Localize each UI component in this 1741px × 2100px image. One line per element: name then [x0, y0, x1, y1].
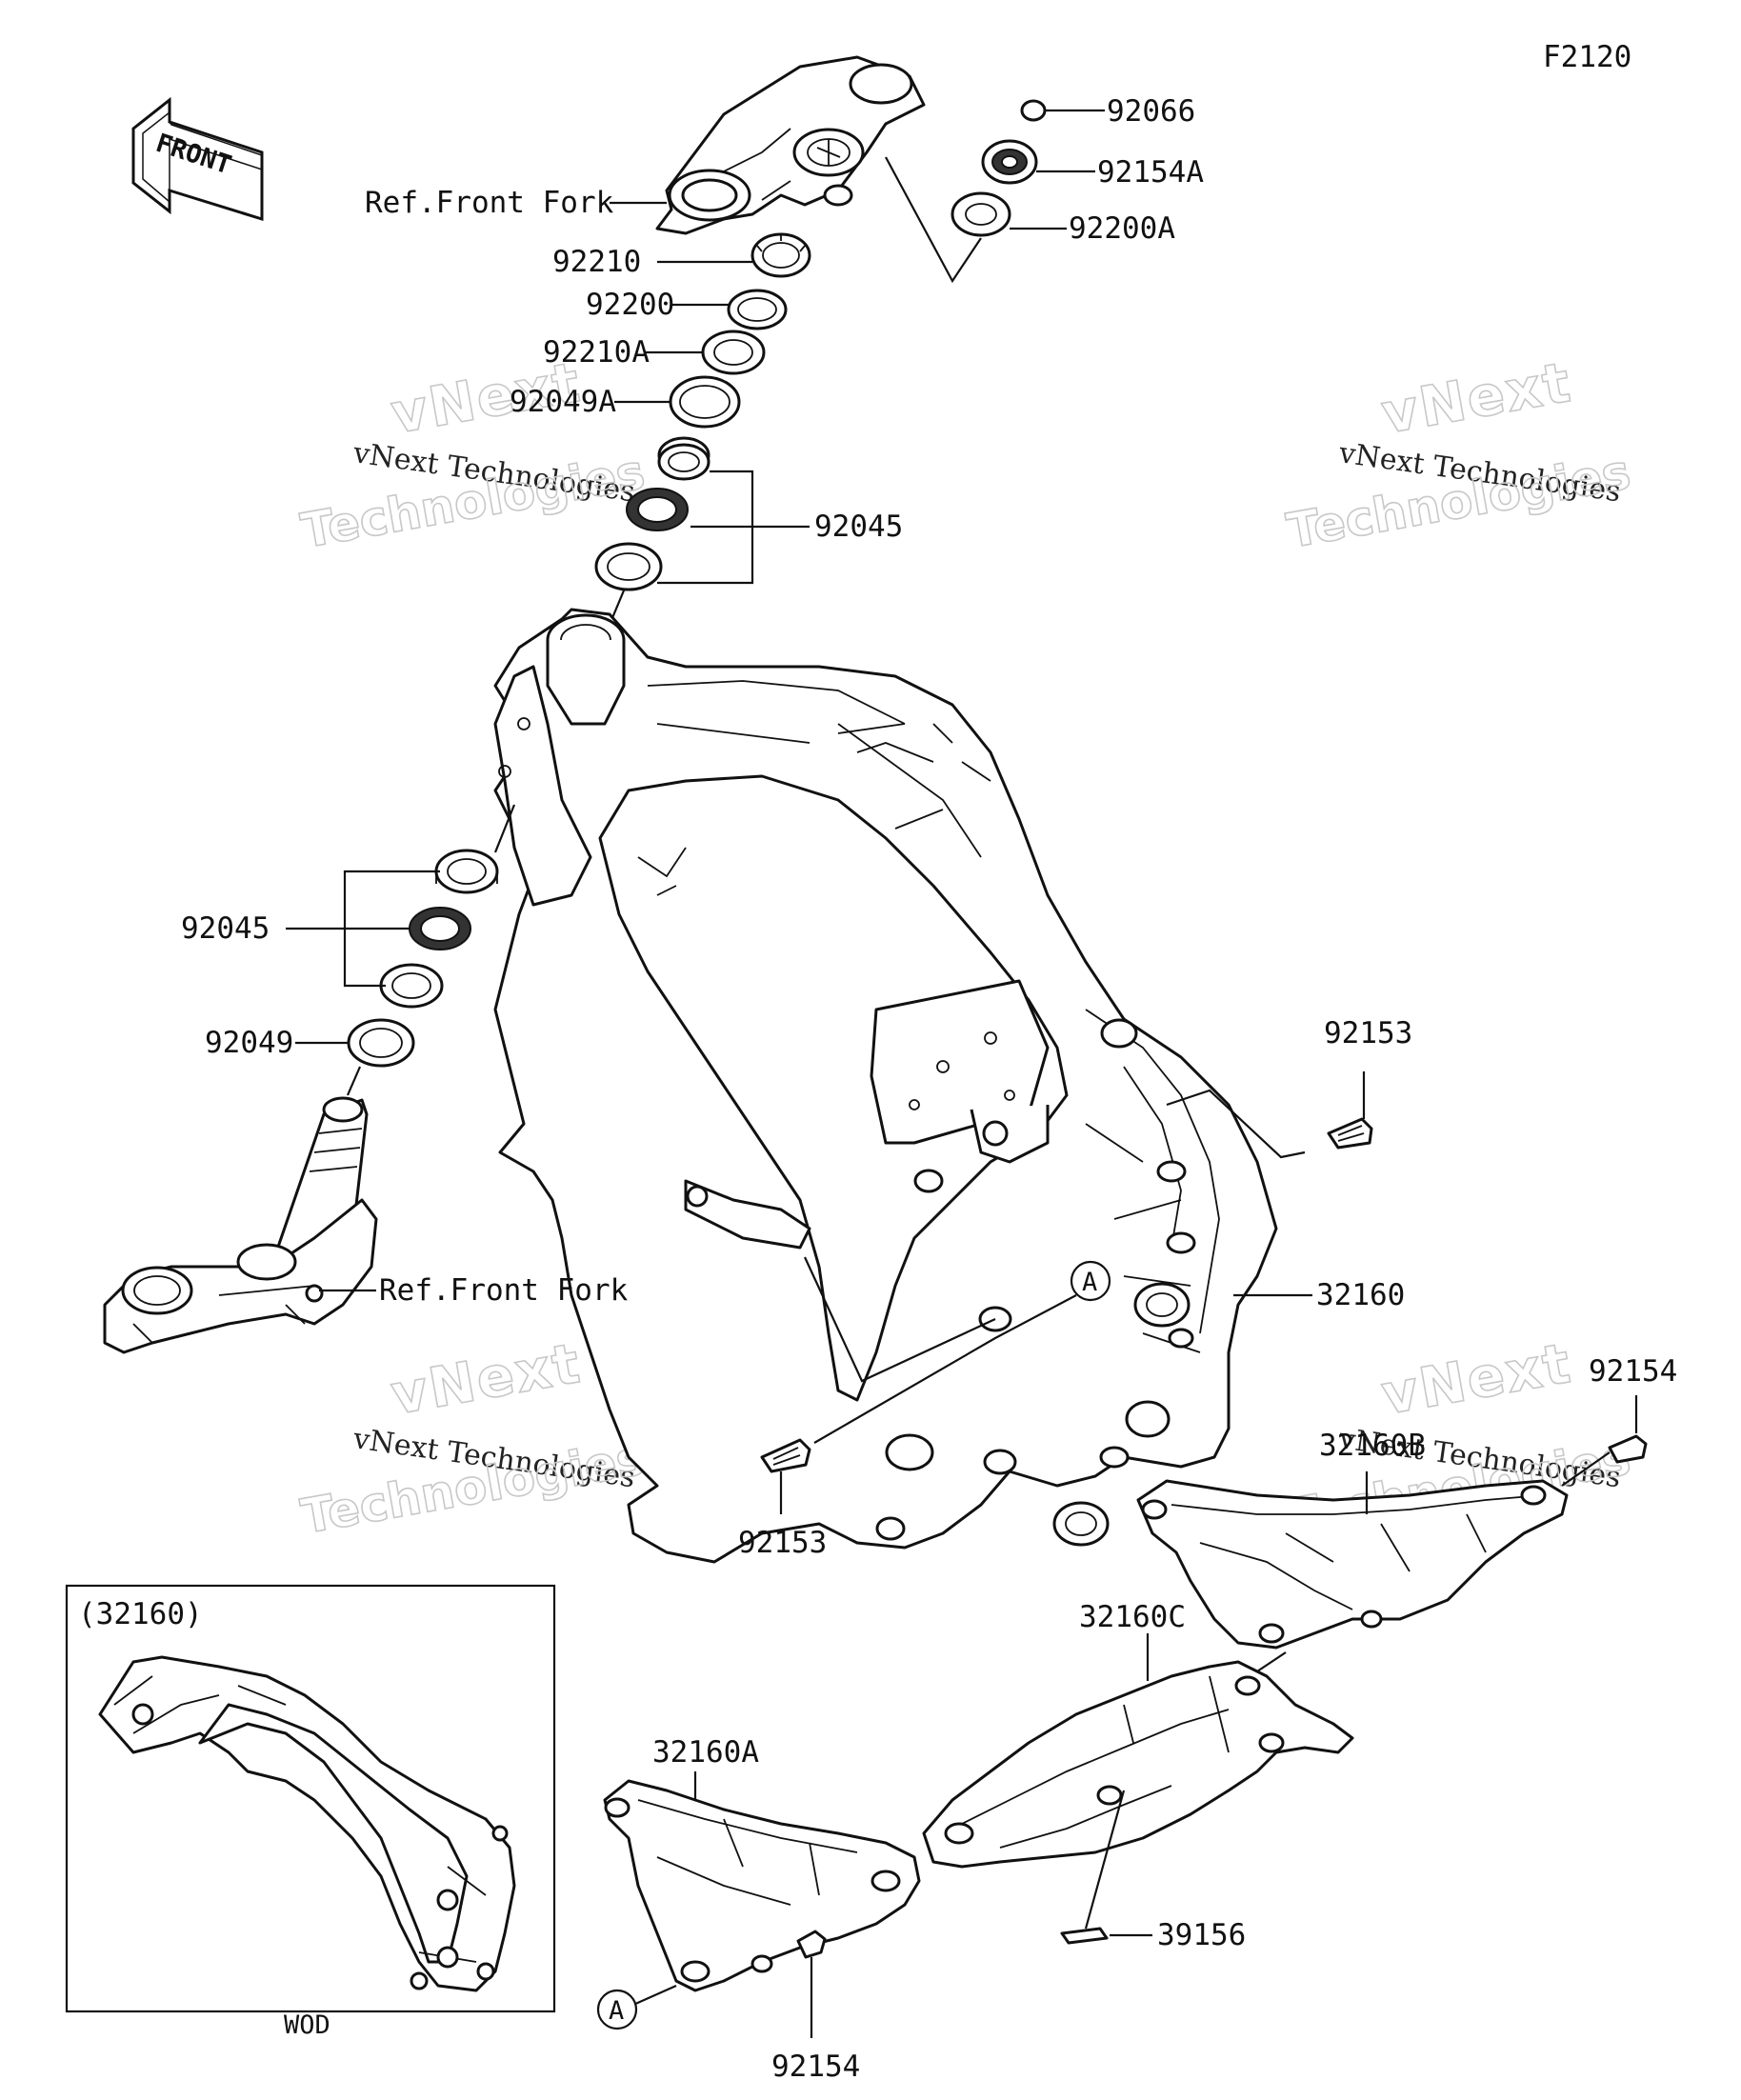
- part-92154A-nut: [981, 139, 1038, 185]
- inset-caption: WOD: [284, 2010, 330, 2040]
- svg-text:vNext: vNext: [387, 1330, 587, 1428]
- part-label-92200A: 92200A: [1069, 211, 1175, 246]
- part-label-92045-lower: 92045: [181, 911, 270, 946]
- part-92049A-seal: [669, 375, 741, 429]
- svg-text:vNext: vNext: [1377, 1330, 1577, 1428]
- lower-triple-clamp-stem: [103, 1096, 378, 1354]
- leader-stem-nut-group: [885, 156, 982, 284]
- subframe-32160C: [922, 1660, 1354, 1869]
- part-92154-right-bolt: [1608, 1434, 1648, 1464]
- part-label-92200: 92200: [586, 288, 674, 322]
- leader-lower-head-pipe: [493, 804, 516, 853]
- part-92154-bottom-bolt: [796, 1930, 827, 1959]
- part-label-92210A: 92210A: [543, 335, 650, 370]
- main-frame-32160: [493, 608, 1278, 1564]
- front-direction-arrow-icon: FRONT: [131, 96, 264, 222]
- subframe-32160A: [603, 1779, 921, 1992]
- part-label-32160B: 32160B: [1319, 1429, 1426, 1463]
- part-label-32160A: 32160A: [652, 1735, 759, 1770]
- part-label-92154-right: 92154: [1589, 1354, 1677, 1389]
- inset-title: (32160): [78, 1597, 203, 1631]
- leader-92153-right-bracket: [1166, 1089, 1306, 1159]
- svg-text:vNext: vNext: [1377, 350, 1577, 447]
- part-92200A-washer: [951, 191, 1011, 237]
- part-label-32160: 32160: [1316, 1278, 1405, 1312]
- callout-a-top: A: [1070, 1260, 1111, 1302]
- diagram-code: F2120: [1543, 40, 1631, 74]
- part-92153-right-bolt: [1327, 1117, 1373, 1150]
- part-92045-upper-bearing-set: [594, 436, 710, 591]
- part-92066-cap: [1020, 99, 1047, 122]
- svg-text:A: A: [1082, 1268, 1097, 1297]
- part-label-92049: 92049: [205, 1026, 293, 1060]
- part-label-92049A: 92049A: [510, 385, 616, 419]
- watermark-2: vNext vNext Technologies Technologies: [1282, 349, 1635, 559]
- part-92049-seal: [347, 1018, 415, 1068]
- part-label-92210: 92210: [552, 245, 641, 279]
- part-92153-left-bolt: [760, 1438, 811, 1473]
- part-92200-washer: [727, 289, 788, 330]
- part-label-92154-bottom: 92154: [771, 2050, 860, 2084]
- part-92045-lower-bearing-set: [379, 849, 499, 1009]
- inset-frame-variant: (32160) WOD: [65, 1584, 556, 2040]
- upper-triple-clamp: [655, 55, 926, 235]
- part-92210-locknut: [750, 232, 811, 278]
- ref-front-fork-upper-label: Ref.Front Fork: [365, 186, 614, 220]
- part-39156-pad: [1060, 1927, 1109, 1945]
- part-92210A-nut: [701, 330, 766, 375]
- part-label-92153-right: 92153: [1324, 1016, 1412, 1050]
- part-label-39156: 39156: [1157, 1918, 1246, 1952]
- callout-a-bottom: A: [596, 1989, 638, 2030]
- part-label-92066: 92066: [1107, 94, 1195, 129]
- part-label-92045-upper: 92045: [814, 510, 903, 544]
- part-label-92153-left: 92153: [738, 1526, 827, 1560]
- part-label-32160C: 32160C: [1079, 1600, 1186, 1634]
- ref-front-fork-lower-label: Ref.Front Fork: [379, 1273, 629, 1308]
- part-label-92154A: 92154A: [1097, 155, 1204, 190]
- subframe-32160B: [1136, 1479, 1569, 1650]
- leader-92153-left-to-callout: [813, 1294, 1077, 1444]
- svg-text:A: A: [609, 1996, 624, 2026]
- watermark-1: vNext vNext Technologies Technologies: [296, 349, 650, 559]
